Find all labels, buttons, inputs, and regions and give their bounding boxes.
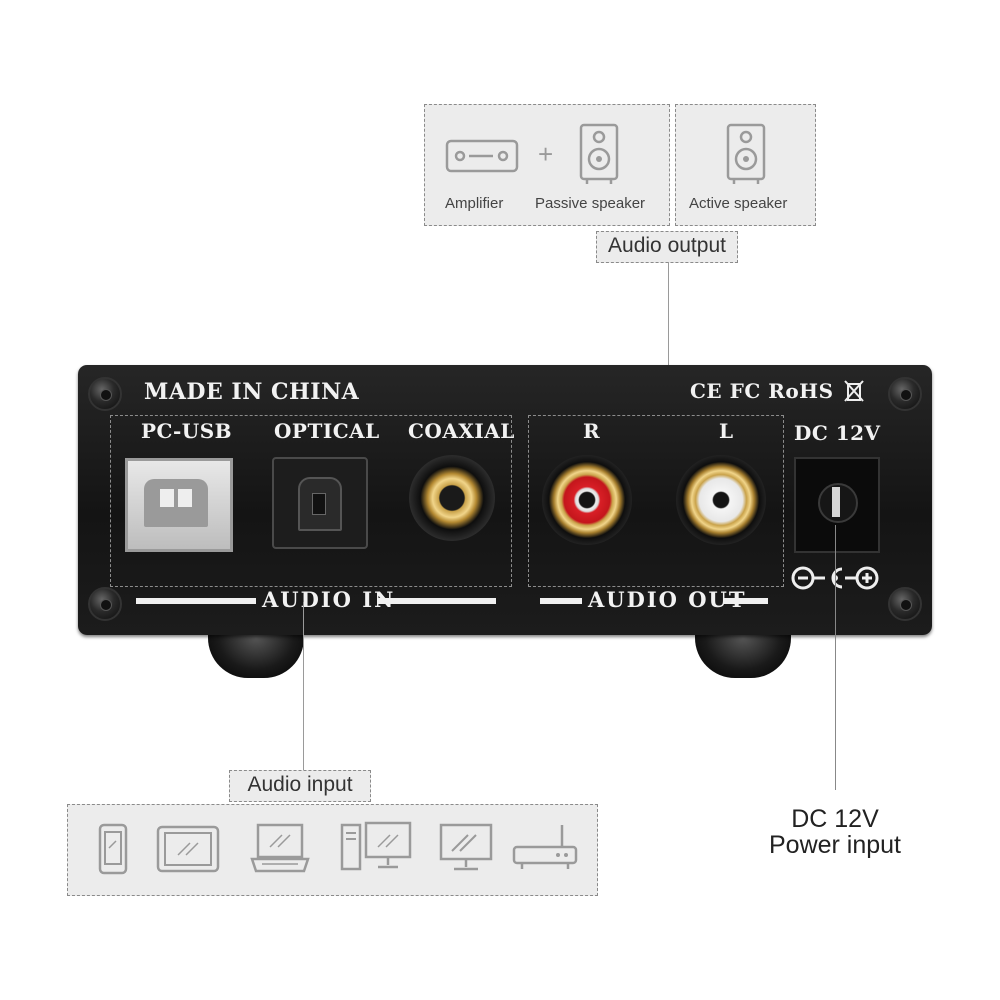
weee-bin-icon xyxy=(844,380,864,402)
audio-output-label: Audio output xyxy=(596,231,738,263)
audio-input-label: Audio input xyxy=(229,770,371,802)
plus-sign: + xyxy=(538,139,554,169)
left-rca-port[interactable] xyxy=(676,455,766,545)
pc-usb-label: PC-USB xyxy=(141,419,233,443)
screw-bottom-left xyxy=(88,587,122,621)
right-rca-port[interactable] xyxy=(542,455,632,545)
coaxial-label: COAXIAL xyxy=(408,419,515,443)
audio-in-section-label: AUDIO IN xyxy=(262,587,396,612)
active-speaker-label: Active speaker xyxy=(689,195,788,212)
coaxial-rca-port[interactable] xyxy=(409,455,495,541)
amplifier-label: Amplifier xyxy=(445,195,504,212)
router-icon xyxy=(512,825,578,869)
usb-b-port[interactable] xyxy=(125,458,233,552)
audio-out-section-label: AUDIO OUT xyxy=(588,587,747,612)
right-foot xyxy=(695,628,791,678)
laptop-icon xyxy=(250,823,310,873)
screw-top-left xyxy=(88,377,122,411)
power-input-label: DC 12V Power input xyxy=(755,806,915,858)
audio-input-sources-box xyxy=(67,804,598,896)
polarity-symbol-icon xyxy=(791,566,879,590)
audio-in-rule-left xyxy=(136,598,256,604)
screw-top-right xyxy=(888,377,922,411)
audio-out-rule-right xyxy=(724,598,768,604)
monitor-icon xyxy=(439,823,493,871)
amplifier-icon xyxy=(445,139,519,173)
audio-output-leader-line xyxy=(668,262,669,414)
left-foot xyxy=(208,628,304,678)
passive-speaker-label: Passive speaker xyxy=(535,195,646,212)
left-channel-label: L xyxy=(719,419,734,443)
active-speaker-icon xyxy=(726,123,766,184)
passive-speaker-icon xyxy=(579,123,619,184)
screw-bottom-right xyxy=(888,587,922,621)
power-input-text: Power input xyxy=(768,831,902,859)
audio-in-rule-right xyxy=(378,598,496,604)
audio-input-leader-line xyxy=(303,602,304,770)
amp-passive-speaker-box: + Amplifier Passive speaker xyxy=(424,104,670,226)
power-voltage-text: DC 12V xyxy=(791,805,879,833)
right-channel-label: R xyxy=(583,419,601,443)
desktop-pc-icon xyxy=(340,821,412,871)
made-in-china-text: MADE IN CHINA xyxy=(144,379,360,405)
phone-icon xyxy=(98,823,128,875)
certification-marks: CE FC RoHS xyxy=(690,379,834,403)
audio-out-rule-left xyxy=(540,598,582,604)
power-input-leader-line xyxy=(835,525,836,790)
optical-port[interactable] xyxy=(272,457,368,549)
dac-rear-panel: MADE IN CHINA CE FC RoHS PC-USB OPTICAL … xyxy=(78,365,932,635)
audio-in-region xyxy=(110,415,512,587)
active-speaker-box: Active speaker xyxy=(675,104,816,226)
optical-label: OPTICAL xyxy=(274,419,380,443)
audio-out-region xyxy=(528,415,784,587)
dc-power-jack[interactable] xyxy=(794,457,880,553)
tablet-icon xyxy=(156,825,220,873)
dc-12v-label: DC 12V xyxy=(794,421,881,445)
